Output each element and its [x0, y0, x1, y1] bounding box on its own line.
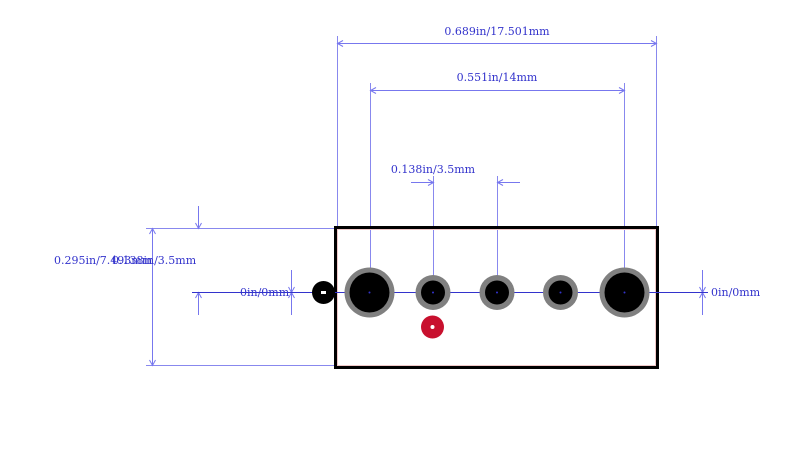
dimension-overall-width — [336, 40, 658, 47]
dimension-overall-height — [149, 227, 156, 367]
dimension-row-offset — [195, 206, 202, 315]
dimension-mount-hole-spacing — [369, 87, 626, 94]
right-zero-label: 0in/0mm — [711, 286, 761, 299]
pad-center-dots — [368, 291, 626, 294]
origin-marker-icon — [312, 281, 335, 304]
overall-height-label: 0.295in/7.493mm — [54, 254, 153, 267]
pin1-marker-icon — [421, 315, 444, 339]
row-offset-label: 0.138in/3.5mm — [112, 254, 197, 267]
dimension-pin-pitch — [411, 179, 520, 186]
mount-hole-spacing-label: 0.551in/14mm — [457, 71, 538, 84]
component-outline — [334, 226, 659, 369]
pin-pitch-label: 0.138in/3.5mm — [391, 163, 476, 176]
overall-width-label: 0.689in/17.501mm — [444, 25, 550, 38]
courtyard-outline — [337, 229, 656, 366]
